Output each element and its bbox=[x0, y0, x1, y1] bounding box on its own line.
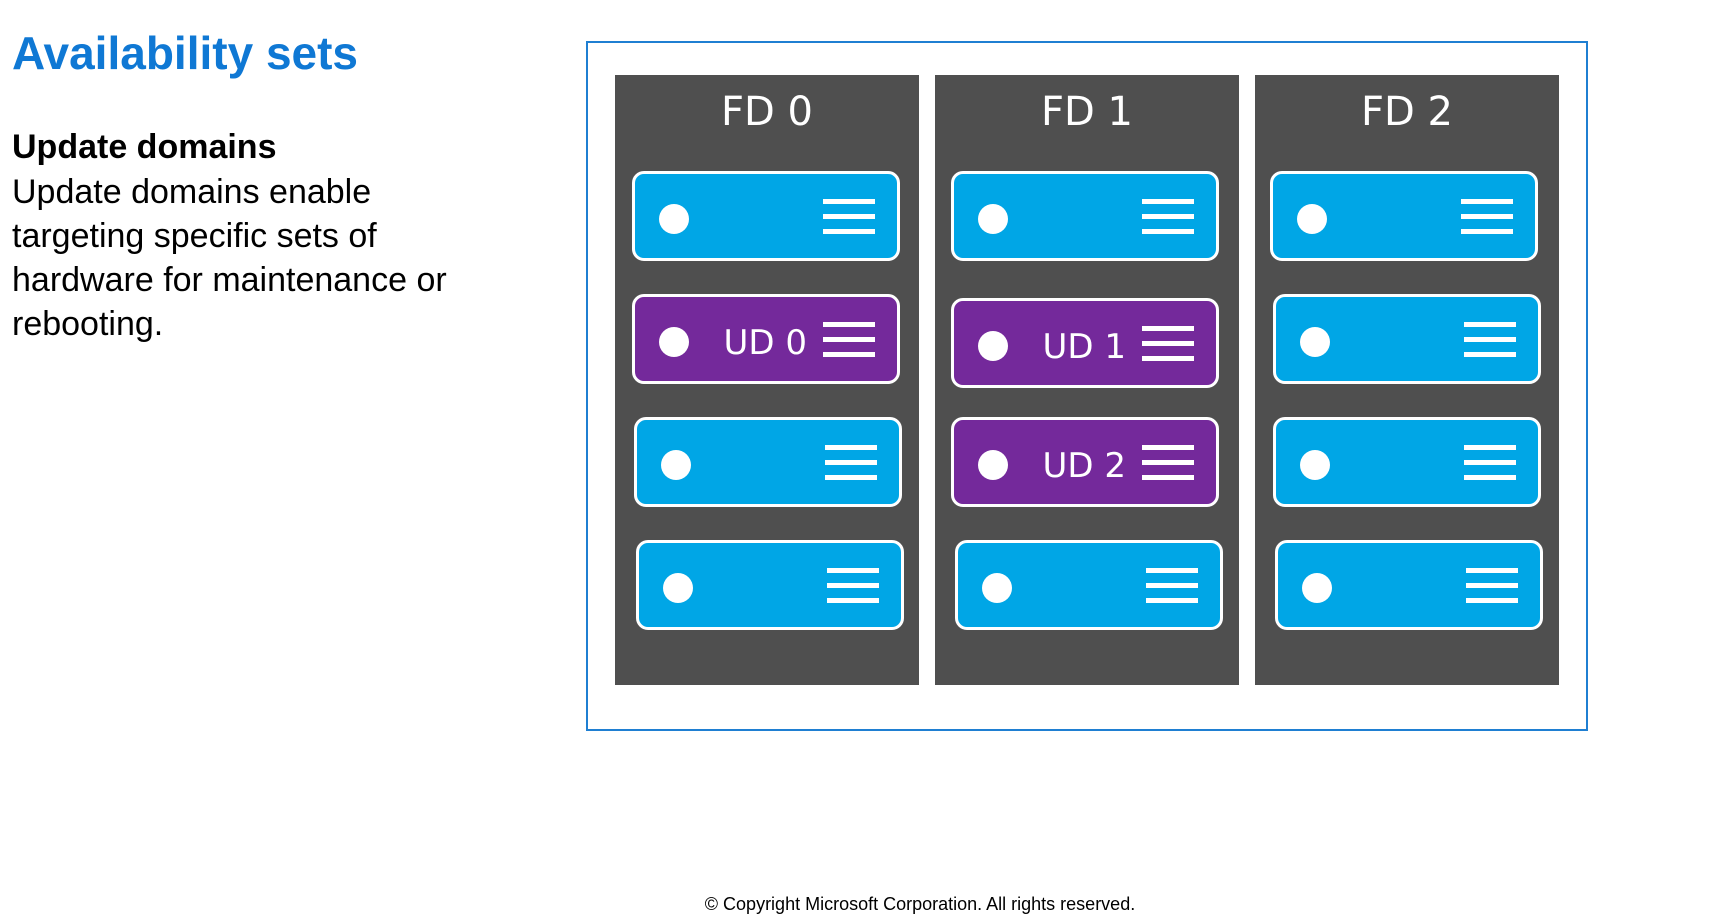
vent-lines-icon bbox=[1464, 322, 1516, 358]
status-light-icon bbox=[1297, 204, 1327, 234]
vent-lines-icon bbox=[1142, 326, 1194, 362]
copyright-footer: © Copyright Microsoft Corporation. All r… bbox=[704, 894, 1136, 914]
status-light-icon bbox=[661, 450, 691, 480]
status-light-icon bbox=[1300, 450, 1330, 480]
server-blade-update-domain: UD 0 bbox=[632, 294, 900, 384]
section-heading: Update domains bbox=[12, 128, 277, 166]
update-domain-label: UD 1 bbox=[1042, 327, 1126, 367]
vent-lines-icon bbox=[1464, 445, 1516, 481]
status-light-icon bbox=[1302, 573, 1332, 603]
vent-lines-icon bbox=[827, 568, 879, 604]
vent-lines-icon bbox=[1142, 199, 1194, 235]
server-blade bbox=[632, 171, 900, 261]
status-light-icon bbox=[659, 327, 689, 357]
server-blade bbox=[634, 417, 902, 507]
fault-domain-1: FD 1 UD 1 UD 2 bbox=[935, 75, 1239, 685]
vent-lines-icon bbox=[823, 199, 875, 235]
fault-domain-label: FD 1 bbox=[1041, 89, 1133, 135]
fault-domain-label: FD 2 bbox=[1361, 89, 1453, 135]
server-blade-update-domain: UD 1 bbox=[951, 298, 1219, 388]
status-light-icon bbox=[663, 573, 693, 603]
server-blade-update-domain: UD 2 bbox=[951, 417, 1219, 507]
vent-lines-icon bbox=[1466, 568, 1518, 604]
server-blade bbox=[1273, 294, 1541, 384]
fault-domain-2: FD 2 bbox=[1255, 75, 1559, 685]
status-light-icon bbox=[1300, 327, 1330, 357]
server-blade bbox=[1270, 171, 1538, 261]
status-light-icon bbox=[978, 204, 1008, 234]
server-blade bbox=[1275, 540, 1543, 630]
server-blade bbox=[636, 540, 904, 630]
vent-lines-icon bbox=[823, 322, 875, 358]
vent-lines-icon bbox=[1146, 568, 1198, 604]
status-light-icon bbox=[659, 204, 689, 234]
server-blade bbox=[951, 171, 1219, 261]
diagram-frame bbox=[586, 41, 1588, 731]
update-domain-label: UD 2 bbox=[1042, 446, 1126, 486]
slide-title: Availability sets bbox=[12, 27, 359, 79]
server-blade bbox=[1273, 417, 1541, 507]
vent-lines-icon bbox=[1461, 199, 1513, 235]
vent-lines-icon bbox=[825, 445, 877, 481]
fault-domain-label: FD 0 bbox=[721, 89, 813, 135]
status-light-icon bbox=[978, 450, 1008, 480]
update-domain-label: UD 0 bbox=[723, 323, 807, 363]
vent-lines-icon bbox=[1142, 445, 1194, 481]
status-light-icon bbox=[978, 331, 1008, 361]
status-light-icon bbox=[982, 573, 1012, 603]
server-blade bbox=[955, 540, 1223, 630]
section-body: Update domains enable targeting specific… bbox=[12, 173, 447, 343]
fault-domain-0: FD 0 UD 0 bbox=[615, 75, 919, 685]
